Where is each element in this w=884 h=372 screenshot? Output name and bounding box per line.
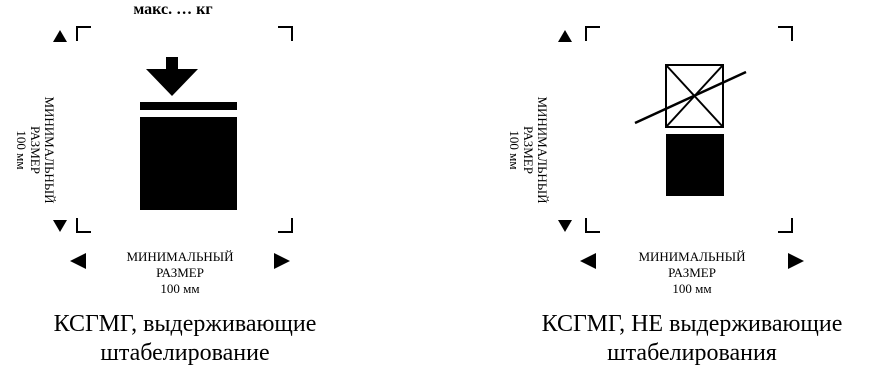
horizontal-dimension-line2: РАЗМЕР (156, 265, 204, 280)
caption-line2: штабелирования (607, 340, 777, 366)
arrow-left-icon (70, 253, 86, 269)
caption-line1: КСГМГ, НЕ выдерживающие (541, 311, 843, 337)
container-box (140, 117, 237, 210)
corner-marks (76, 26, 293, 233)
arrow-down-icon (53, 220, 67, 232)
prohibition-slash (634, 70, 747, 125)
corner-bottom-right (278, 218, 293, 233)
horizontal-dimension-line3: 100 мм (672, 281, 712, 296)
horizontal-dimension-line1: МИНИМАЛЬНЫЙ (638, 249, 746, 264)
corner-bottom-left (76, 218, 91, 233)
corner-top-left (76, 26, 91, 41)
vertical-dimension-line3: 100 мм (507, 130, 522, 170)
corner-marks (585, 26, 793, 233)
caption-line2: штабелирование (100, 340, 270, 366)
corner-bottom-right (778, 218, 793, 233)
stackable-symbol (53, 26, 293, 269)
horizontal-dimension-label: МИНИМАЛЬНЫЙ РАЗМЕР 100 мм (592, 249, 792, 297)
vertical-dimension-line1: МИНИМАЛЬНЫЙ (42, 96, 57, 204)
load-arrow-icon (146, 57, 198, 96)
arrow-left-icon (580, 253, 596, 269)
vertical-dimension-line1: МИНИМАЛЬНЫЙ (535, 96, 550, 204)
vertical-dimension-line2: РАЗМЕР (521, 126, 536, 174)
corner-top-left (585, 26, 600, 41)
non-stackable-caption: КСГМГ, НЕ выдерживающие штабелирования (522, 310, 862, 368)
vertical-dimension-line3: 100 мм (14, 130, 29, 170)
horizontal-dimension-line2: РАЗМЕР (668, 265, 716, 280)
arrow-right-icon (788, 253, 804, 269)
caption-line1: КСГМГ, выдерживающие (53, 311, 317, 337)
corner-top-right (278, 26, 293, 41)
corner-bottom-left (585, 218, 600, 233)
stackable-caption: КСГМГ, выдерживающие штабелирование (15, 310, 355, 368)
arrow-right-icon (274, 253, 290, 269)
horizontal-dimension-line1: МИНИМАЛЬНЫЙ (126, 249, 234, 264)
container-box (666, 134, 724, 196)
corner-top-right (778, 26, 793, 41)
non-stackable-mark-panel: МИНИМАЛЬНЫЙ РАЗМЕР 100 мм МИНИМАЛЬНЫЙ РА… (442, 0, 884, 372)
horizontal-dimension-label: МИНИМАЛЬНЫЙ РАЗМЕР 100 мм (80, 249, 280, 297)
arrow-up-icon (558, 30, 572, 42)
stackable-mark-panel: макс. … кг МИНИМАЛЬНЫЙ РАЗМЕР 100 мм МИН… (14, 1, 355, 368)
arrow-down-icon (558, 220, 572, 232)
top-plate (140, 102, 237, 110)
vertical-dimension-line2: РАЗМЕР (28, 126, 43, 174)
horizontal-dimension-line3: 100 мм (160, 281, 200, 296)
max-load-label: макс. … кг (133, 1, 213, 18)
arrow-up-icon (53, 30, 67, 42)
non-stackable-symbol (558, 26, 804, 269)
